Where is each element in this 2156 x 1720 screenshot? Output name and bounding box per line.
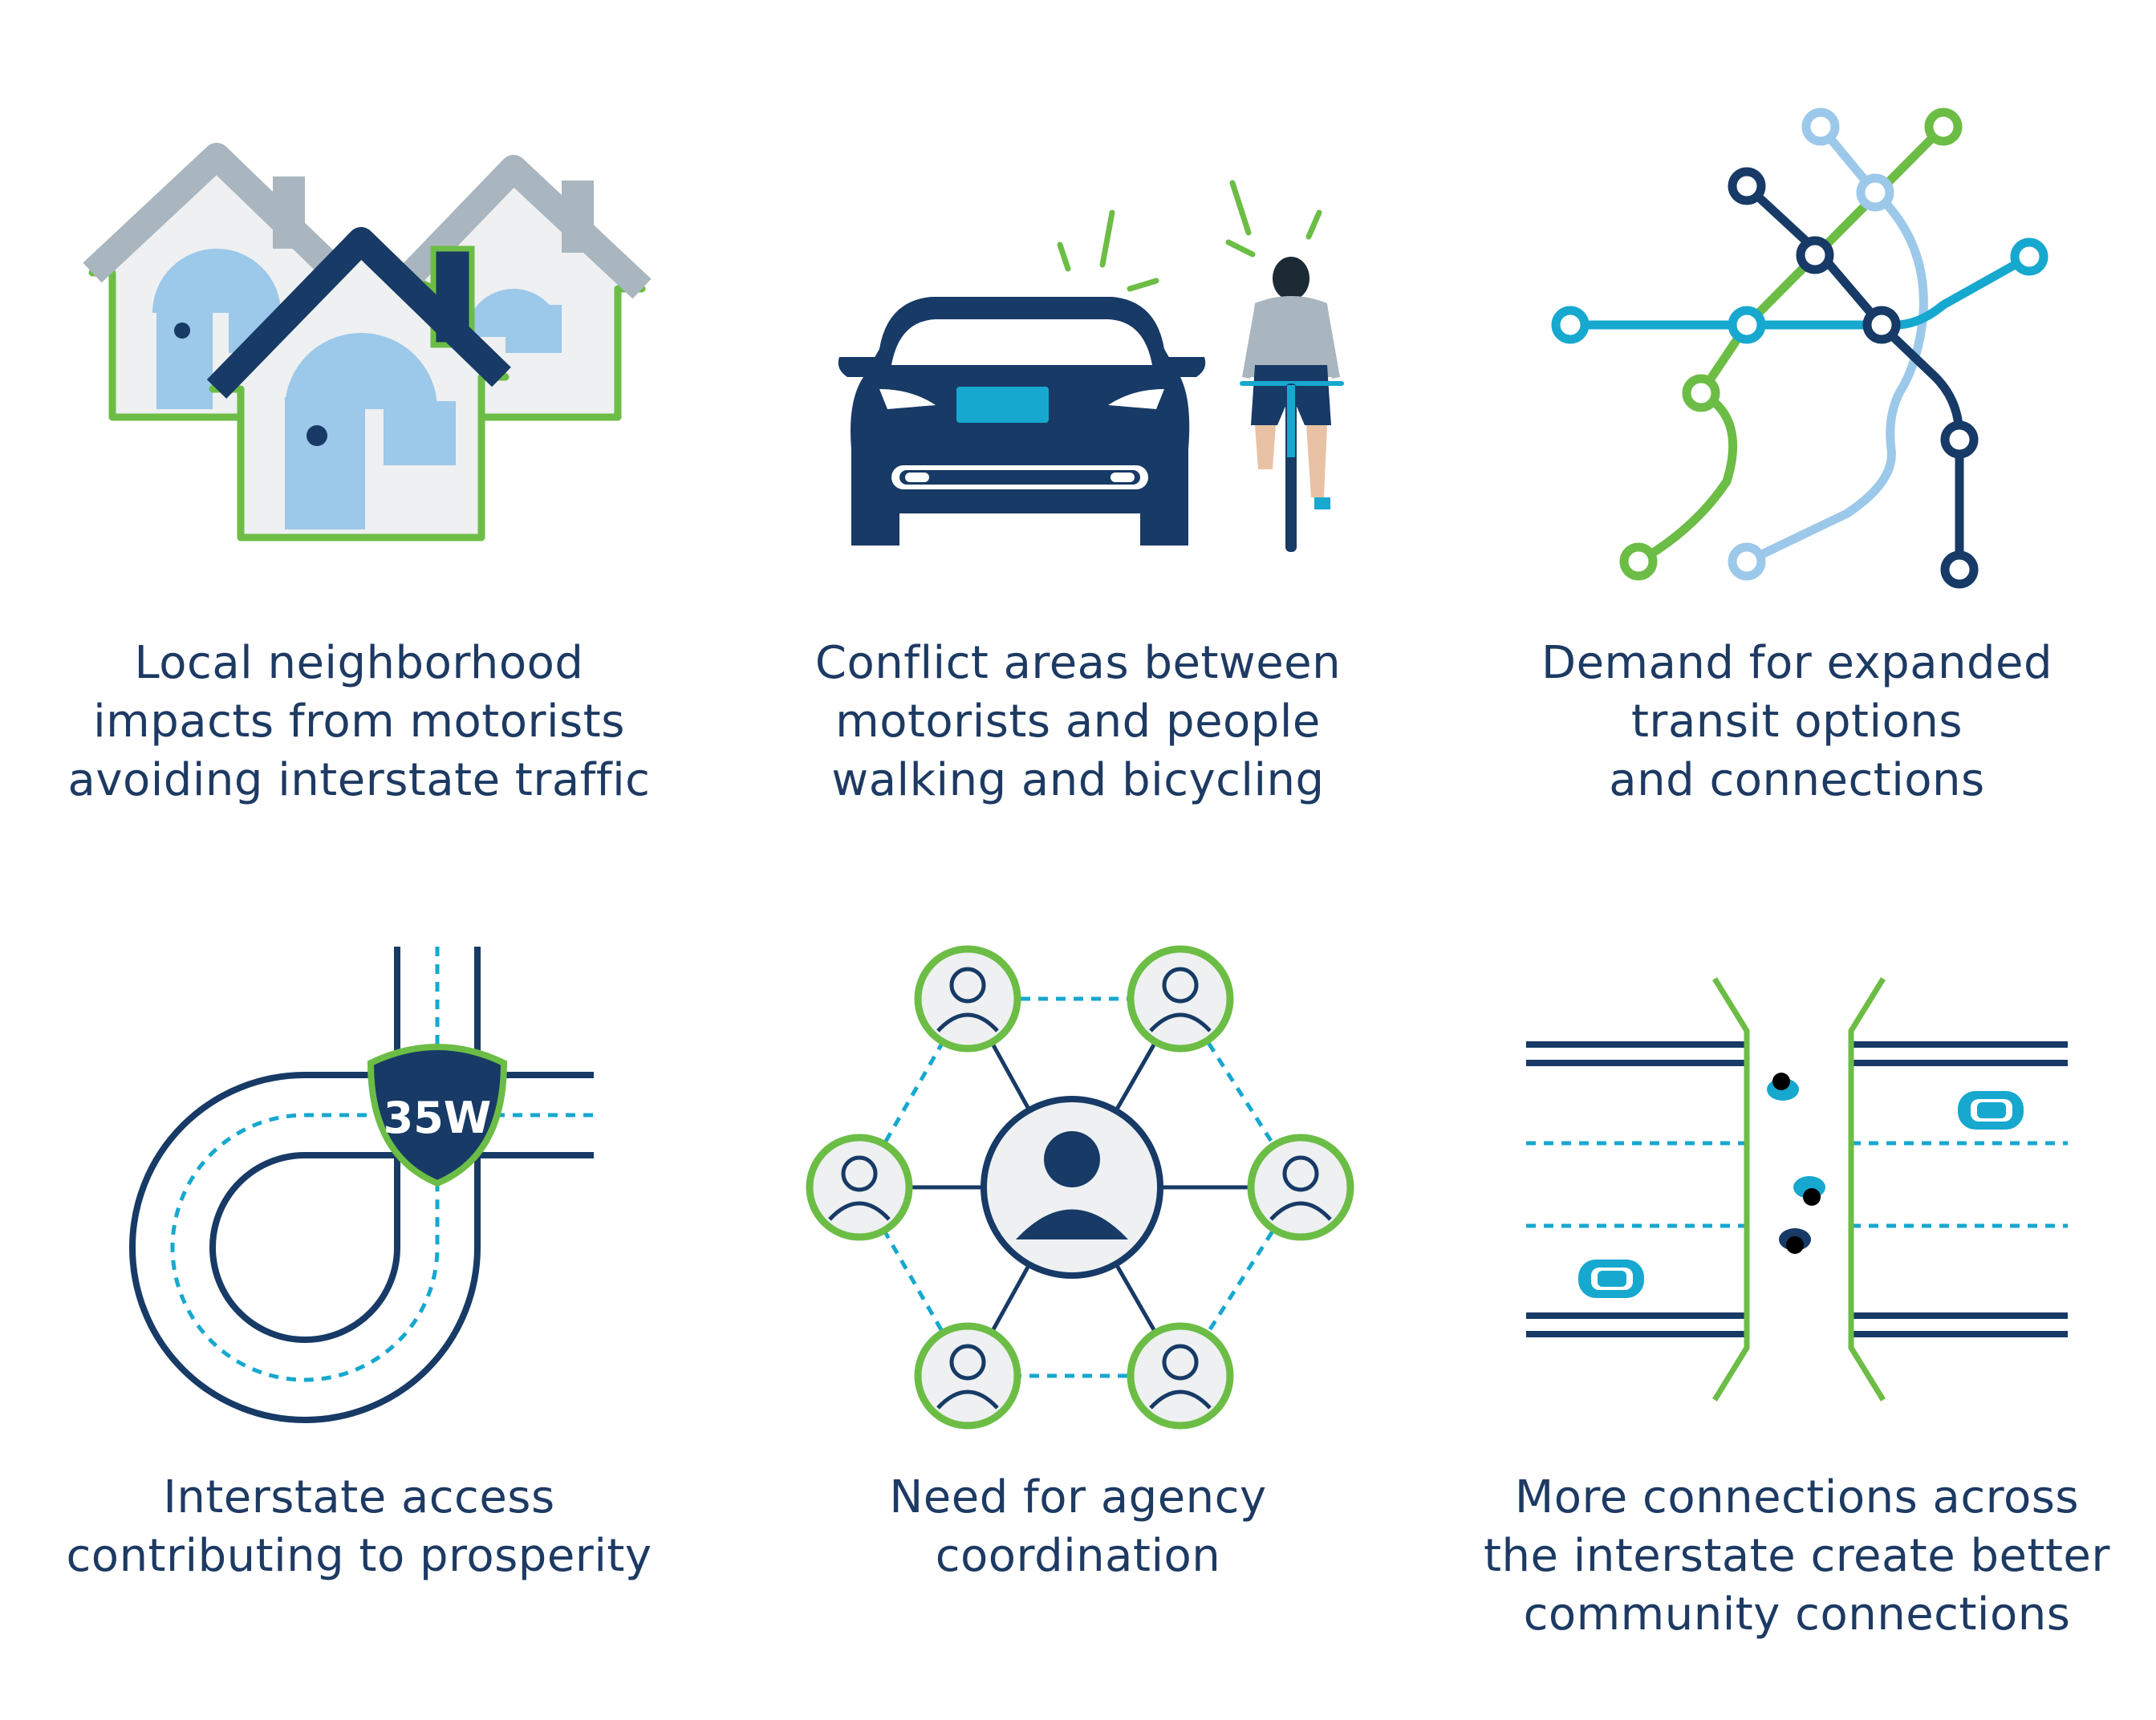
crossing-bridge-icon bbox=[1438, 834, 2156, 1444]
shield-label: 35W bbox=[384, 1093, 492, 1143]
item-agency-coordination: Need for agency coordination bbox=[719, 834, 1437, 1685]
caption-neighborhood: Local neighborhood impacts from motorist… bbox=[0, 634, 718, 809]
person-node bbox=[914, 1322, 1021, 1430]
interchange-icon: 35W bbox=[0, 834, 718, 1444]
caption-line: walking and bicycling bbox=[831, 754, 1325, 806]
car-top-view bbox=[1958, 1091, 2024, 1130]
caption-line: the interstate create better bbox=[1484, 1530, 2110, 1582]
car-and-bicyclist-icon bbox=[719, 0, 1437, 610]
item-community-connections: More connections across the interstate c… bbox=[1438, 834, 2156, 1685]
caption-interstate-access: Interstate access contributing to prospe… bbox=[0, 1468, 718, 1585]
caption-line: Demand for expanded bbox=[1541, 637, 2053, 689]
caption-line: Conflict areas between bbox=[814, 637, 1342, 689]
caption-line: More connections across bbox=[1514, 1471, 2080, 1523]
caption-line: impacts from motorists bbox=[93, 696, 625, 748]
car-top-view bbox=[1578, 1260, 1644, 1298]
pedestrian bbox=[1793, 1176, 1825, 1206]
caption-agency-coordination: Need for agency coordination bbox=[719, 1468, 1437, 1585]
person-node bbox=[806, 1134, 913, 1241]
item-interstate-access: 35W Interstate access contributing to pr… bbox=[0, 834, 718, 1685]
people-network-icon bbox=[719, 834, 1437, 1444]
caption-line: transit options bbox=[1630, 696, 1963, 748]
caption-line: contributing to prosperity bbox=[66, 1530, 652, 1582]
caption-conflict-areas: Conflict areas between motorists and peo… bbox=[719, 634, 1437, 809]
person-node bbox=[1127, 945, 1234, 1053]
caption-line: coordination bbox=[935, 1530, 1221, 1582]
houses-icon bbox=[0, 0, 718, 610]
interstate-shield: 35W bbox=[367, 1044, 508, 1187]
pedestrian bbox=[1767, 1073, 1799, 1101]
caption-line: and connections bbox=[1609, 754, 1985, 806]
caption-line: Need for agency bbox=[889, 1471, 1267, 1523]
caption-line: community connections bbox=[1523, 1588, 2071, 1641]
person-node bbox=[914, 945, 1021, 1053]
person-node bbox=[1127, 1322, 1234, 1430]
item-transit-demand: Demand for expanded transit options and … bbox=[1438, 0, 2156, 850]
caption-line: avoiding interstate traffic bbox=[67, 754, 651, 806]
item-neighborhood: Local neighborhood impacts from motorist… bbox=[0, 0, 718, 850]
caption-transit-demand: Demand for expanded transit options and … bbox=[1438, 634, 2156, 809]
pedestrian bbox=[1779, 1228, 1811, 1254]
transit-map-icon bbox=[1438, 0, 2156, 610]
caption-community-connections: More connections across the interstate c… bbox=[1438, 1468, 2156, 1644]
caption-line: Local neighborhood bbox=[134, 637, 584, 689]
car-shape bbox=[838, 297, 1206, 546]
caption-line: Interstate access bbox=[163, 1471, 555, 1523]
item-conflict-areas: Conflict areas between motorists and peo… bbox=[719, 0, 1437, 850]
person-node bbox=[1247, 1134, 1354, 1241]
bicyclist-shape bbox=[1240, 257, 1344, 552]
caption-line: motorists and people bbox=[835, 696, 1321, 748]
